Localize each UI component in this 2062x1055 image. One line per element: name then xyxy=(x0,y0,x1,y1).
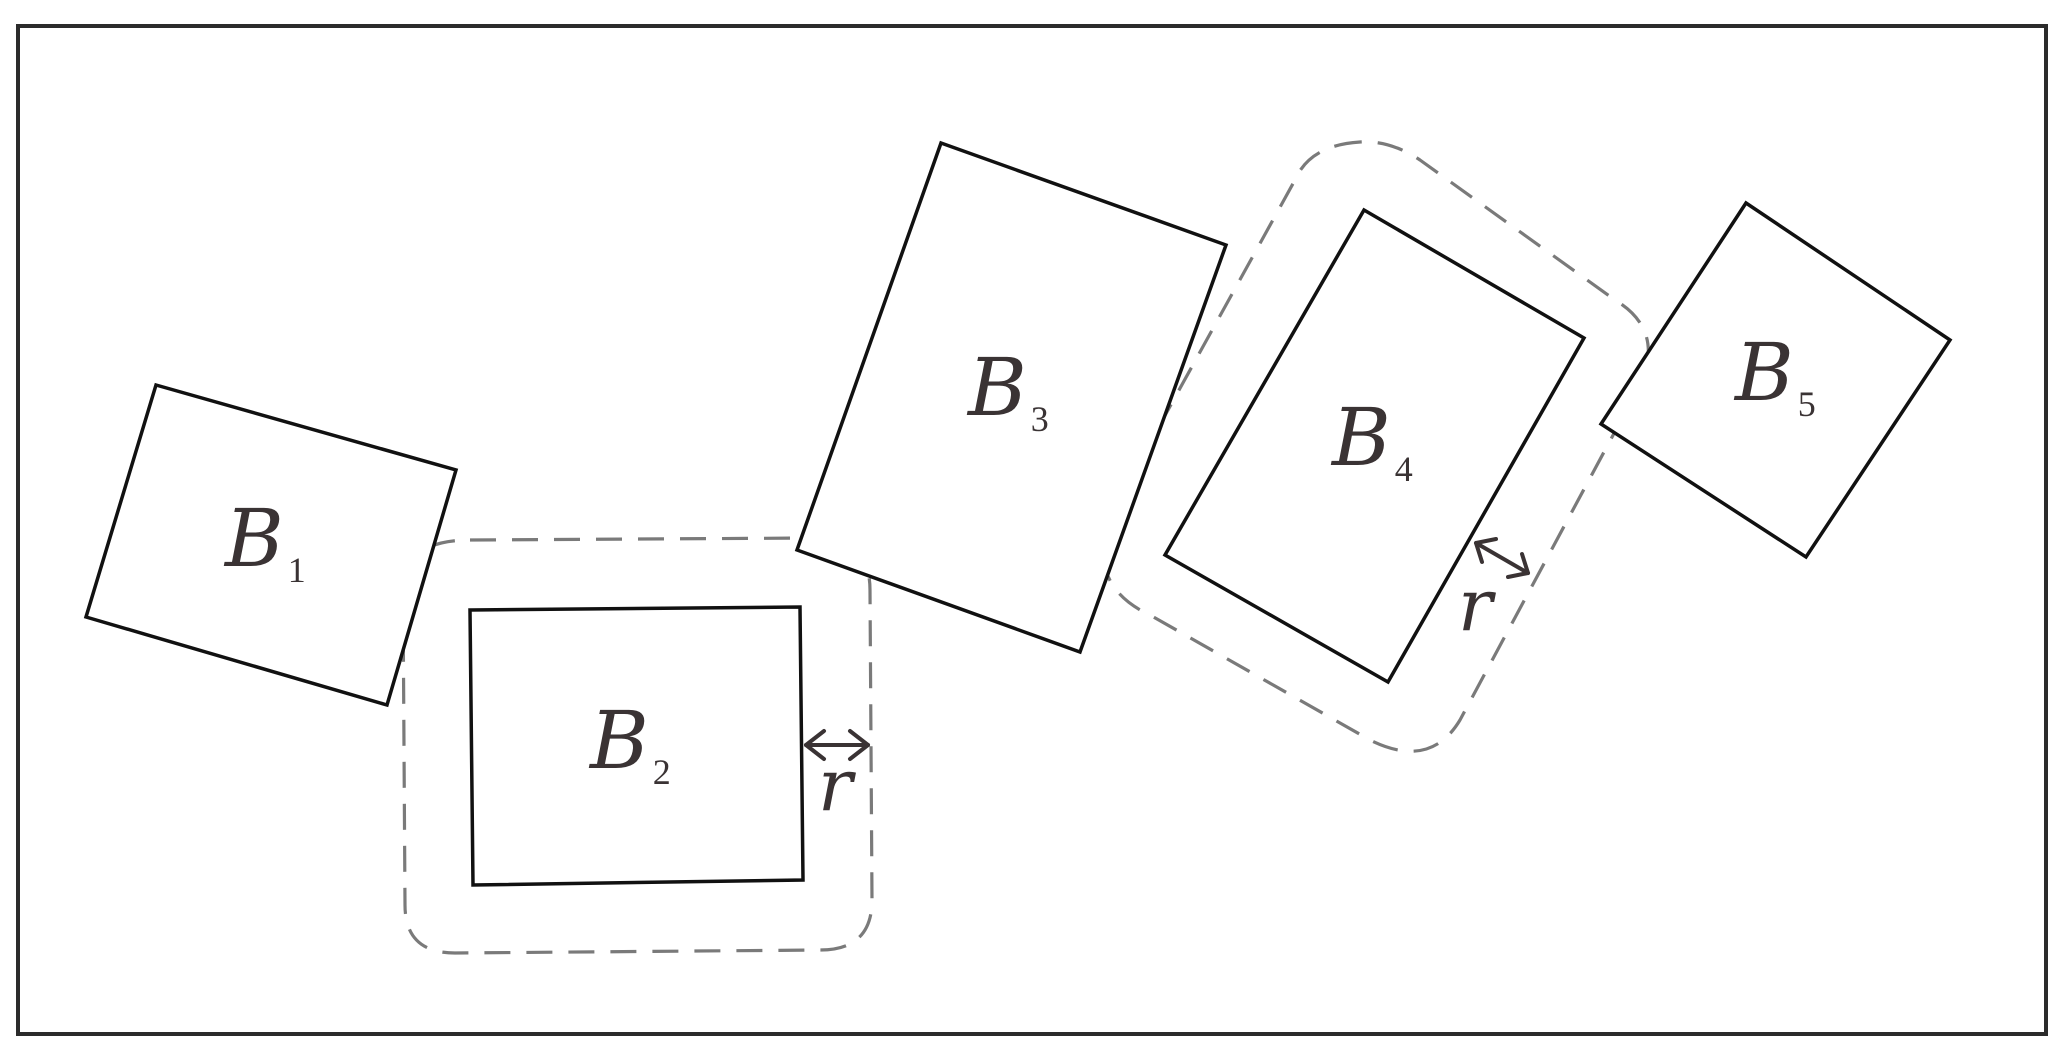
block-b4-letter: B xyxy=(1330,391,1391,484)
distance-label-b2: r xyxy=(818,743,856,827)
block-b4-subscript: 4 xyxy=(1395,449,1413,489)
block-b3-subscript: 3 xyxy=(1031,399,1049,439)
block-b2-letter: B xyxy=(588,694,649,787)
distance-arrow-b2 xyxy=(804,729,870,761)
block-b5 xyxy=(1598,200,1953,560)
block-b1 xyxy=(83,382,459,708)
block-b2-subscript: 2 xyxy=(653,752,671,792)
buffer-zone-b4 xyxy=(1101,140,1650,753)
block-b3 xyxy=(794,140,1229,655)
block-b3-letter: B xyxy=(966,341,1027,434)
distance-arrow-b4 xyxy=(1474,537,1530,579)
distance-label-b4: r xyxy=(1458,563,1496,647)
block-b4 xyxy=(1162,207,1587,685)
block-b1-letter: B xyxy=(223,492,284,585)
block-b2 xyxy=(468,605,805,887)
block-b5-subscript: 5 xyxy=(1798,384,1816,424)
block-b5-letter: B xyxy=(1733,326,1794,419)
block-b1-subscript: 1 xyxy=(288,550,306,590)
